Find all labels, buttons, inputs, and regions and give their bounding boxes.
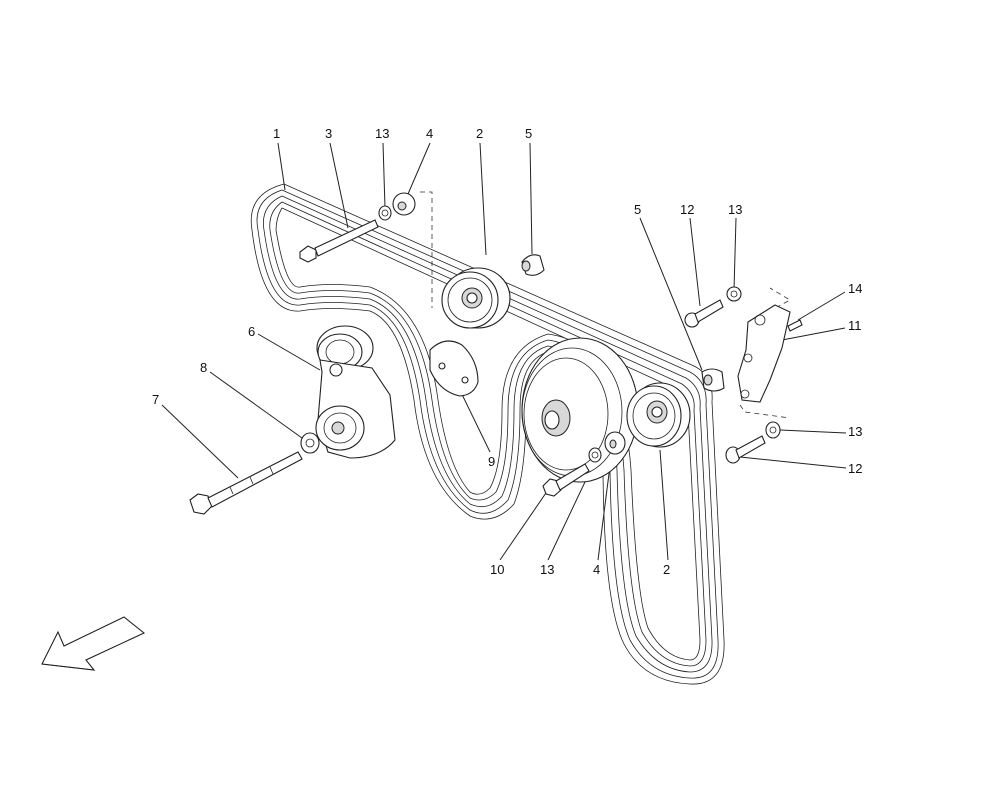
screw-12-upper bbox=[684, 299, 724, 328]
idler-pulley-upper bbox=[441, 267, 511, 329]
callout-12: 12 bbox=[680, 202, 694, 217]
callout-12: 12 bbox=[848, 461, 862, 476]
spacer-4-upper bbox=[392, 192, 416, 216]
long-bolt-7 bbox=[189, 451, 303, 515]
callout-4: 4 bbox=[593, 562, 600, 577]
leader-lines bbox=[161, 142, 847, 561]
callout-6: 6 bbox=[248, 324, 255, 339]
front-direction-arrow bbox=[41, 616, 146, 671]
callout-13: 13 bbox=[375, 126, 389, 141]
callout-5: 5 bbox=[525, 126, 532, 141]
callout-4: 4 bbox=[426, 126, 433, 141]
support-bracket bbox=[737, 304, 791, 403]
cover-plate bbox=[429, 340, 479, 397]
washer-13-right-upper bbox=[726, 286, 742, 302]
alignment-lines bbox=[420, 191, 791, 419]
belt-tensioner bbox=[315, 325, 396, 459]
callout-labels: 1 3 13 4 2 5 5 12 13 14 11 6 8 7 9 13 12… bbox=[152, 126, 862, 577]
crankshaft-pulley bbox=[521, 337, 639, 483]
bush-5-right bbox=[701, 368, 725, 392]
callout-8: 8 bbox=[200, 360, 207, 375]
callout-9: 9 bbox=[488, 454, 495, 469]
callout-13: 13 bbox=[848, 424, 862, 439]
callout-13: 13 bbox=[728, 202, 742, 217]
callout-11: 11 bbox=[848, 318, 862, 333]
callout-5: 5 bbox=[634, 202, 641, 217]
pin-14 bbox=[787, 319, 803, 332]
spacer-4-lower bbox=[604, 431, 626, 455]
callout-7: 7 bbox=[152, 392, 159, 407]
long-bolt-3 bbox=[299, 219, 379, 263]
callout-10: 10 bbox=[490, 562, 504, 577]
drive-belt bbox=[250, 183, 725, 685]
washer-13-upper bbox=[378, 205, 392, 221]
screw-10 bbox=[542, 463, 590, 497]
idler-pulley-lower bbox=[626, 382, 691, 448]
callout-14: 14 bbox=[848, 281, 862, 296]
callout-2: 2 bbox=[476, 126, 483, 141]
washer-13-lower bbox=[588, 447, 602, 463]
screw-12-lower bbox=[725, 435, 766, 464]
bush-5-upper bbox=[521, 254, 545, 276]
callout-13: 13 bbox=[540, 562, 554, 577]
callout-1: 1 bbox=[273, 126, 280, 141]
washer-13-right-lower bbox=[765, 421, 781, 439]
washer-8 bbox=[300, 432, 320, 454]
callout-3: 3 bbox=[325, 126, 332, 141]
callout-2: 2 bbox=[663, 562, 670, 577]
